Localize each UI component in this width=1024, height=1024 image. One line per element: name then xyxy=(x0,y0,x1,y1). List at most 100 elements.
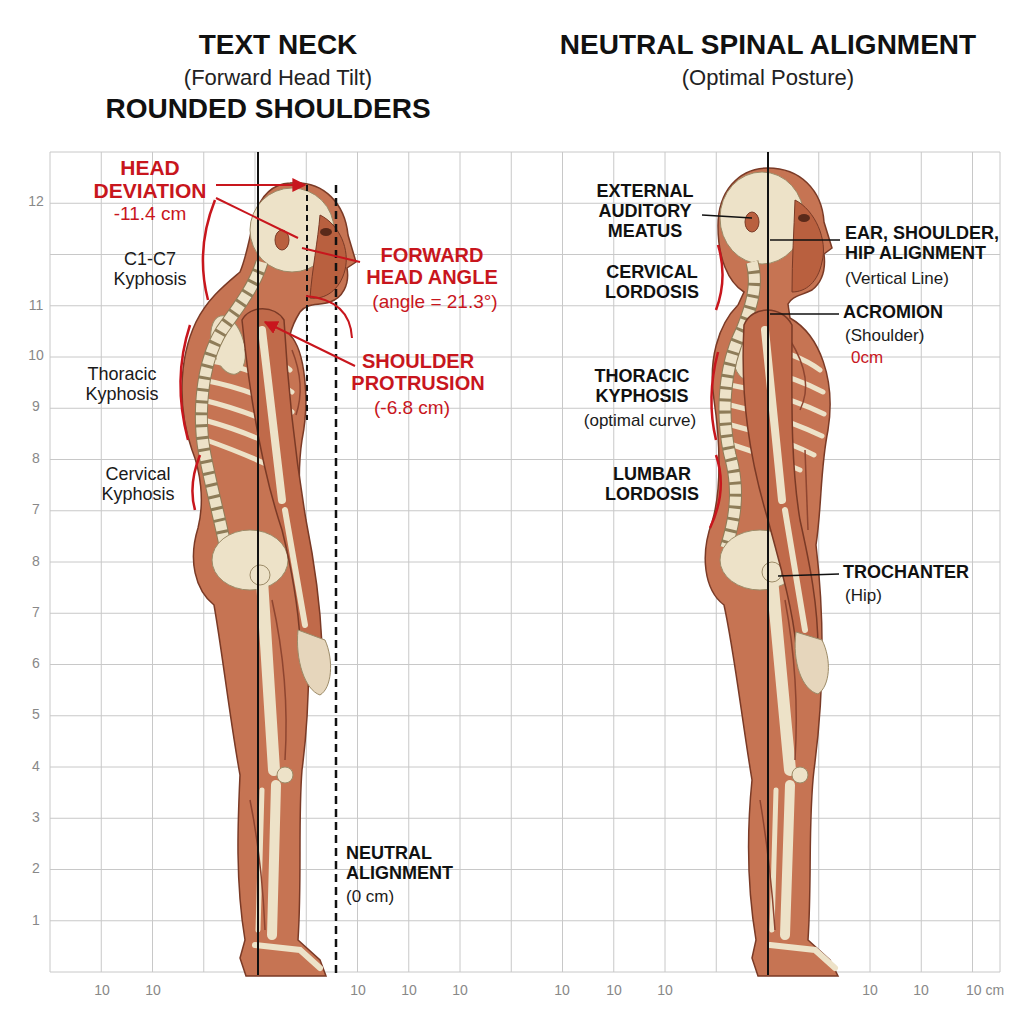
grid xyxy=(50,613,1000,614)
axis-number: 10 cm xyxy=(955,983,1015,998)
leg-bones xyxy=(262,580,274,770)
grid xyxy=(50,767,1000,768)
grid xyxy=(50,203,1000,204)
arm xyxy=(242,309,322,645)
hand xyxy=(297,630,330,695)
hand xyxy=(795,632,828,694)
leg-bones xyxy=(785,785,790,935)
neutral-figure xyxy=(705,168,838,976)
panel-subheading: (Forward Head Tilt) xyxy=(48,66,508,90)
leader-line xyxy=(702,215,840,576)
axis-number: 10 xyxy=(445,983,475,998)
axis-number: 7 xyxy=(21,502,51,517)
axis-number: 8 xyxy=(21,554,51,569)
axis-number: 10 xyxy=(87,983,117,998)
axis-number: 10 xyxy=(138,983,168,998)
pelvis xyxy=(212,530,288,590)
spine-curve-bracket xyxy=(710,455,721,528)
measurement-arrow xyxy=(216,198,298,238)
anatomy-note: (optimal curve) xyxy=(565,412,715,431)
measurement-value: -11.4 cm xyxy=(90,204,210,225)
panel-heading: ROUNDED SHOULDERS xyxy=(38,94,498,125)
ear xyxy=(745,212,759,232)
leg-bones xyxy=(770,945,835,968)
skull xyxy=(720,172,804,264)
measurement-label: HEAD DEVIATION xyxy=(85,156,215,202)
axis-number: 10 xyxy=(599,983,629,998)
grid xyxy=(50,920,1000,921)
leg-bones xyxy=(770,578,835,968)
axis-number: 5 xyxy=(21,707,51,722)
leg-bones xyxy=(772,578,790,770)
measurement-value: (angle = 21.3°) xyxy=(350,292,520,313)
grid xyxy=(50,510,1000,511)
spine-curve-bracket xyxy=(180,200,722,528)
reference-value: (0 cm) xyxy=(346,888,446,907)
axis-number: 10 xyxy=(394,983,424,998)
anatomy-note: (Hip) xyxy=(845,587,925,606)
anatomy-label: ACROMION xyxy=(843,303,993,323)
plumb-line xyxy=(306,185,308,420)
leader-line xyxy=(770,313,839,315)
grid xyxy=(50,715,1000,716)
spine-label: LUMBAR LORDOSIS xyxy=(597,465,707,505)
axis-number: 10 xyxy=(21,348,51,363)
spine-label: CERVICAL LORDOSIS xyxy=(592,263,712,303)
text-neck-figure xyxy=(182,183,356,976)
leader-line xyxy=(702,215,752,218)
muscle-lines xyxy=(292,350,300,415)
anatomy-label: EXTERNAL AUDITORY MEATUS xyxy=(590,182,700,241)
leader-line xyxy=(770,239,840,241)
leg-bones xyxy=(255,945,320,968)
leader-line xyxy=(778,574,839,576)
grid xyxy=(50,869,1000,870)
grid xyxy=(50,818,1000,819)
axis-number: 3 xyxy=(21,810,51,825)
measurement-value: 0cm xyxy=(851,349,931,368)
body-silhouette xyxy=(705,168,838,976)
grid xyxy=(50,664,1000,665)
femur-head xyxy=(762,562,782,582)
measurement-arrow xyxy=(302,248,360,262)
arm-bones xyxy=(785,510,805,630)
plumb-line xyxy=(258,152,768,975)
muscle-lines xyxy=(272,600,286,760)
spine-label: THORACIC KYPHOSIS xyxy=(582,367,702,407)
leg-bones xyxy=(272,785,276,935)
panel-heading: TEXT NECK xyxy=(48,30,508,61)
axis-number: 10 xyxy=(343,983,373,998)
grid xyxy=(50,972,1000,973)
axis-number: 10 xyxy=(547,983,577,998)
measurement-label: SHOULDER PROTRUSION xyxy=(343,350,493,394)
arm-bones xyxy=(262,330,305,625)
arm-bones xyxy=(765,330,805,630)
measurement-arrow xyxy=(306,296,352,338)
axis-number: 4 xyxy=(21,759,51,774)
plumb-line xyxy=(335,185,338,975)
spine-curve-bracket xyxy=(716,245,723,310)
measurement-arrow xyxy=(216,184,305,186)
spine-label: Thoracic Kyphosis xyxy=(72,365,172,405)
anatomy-label: TROCHANTER xyxy=(843,563,993,583)
axis-number: 10 xyxy=(906,983,936,998)
arm-bones xyxy=(262,330,282,500)
measurement-value: (-6.8 cm) xyxy=(352,398,472,419)
measurement-arrow xyxy=(216,185,360,366)
axis-number: 1 xyxy=(21,913,51,928)
spine-curve-bracket xyxy=(192,455,200,510)
axis-number: 10 xyxy=(855,983,885,998)
spine-curve-bracket xyxy=(711,352,718,440)
measurement-label: FORWARD HEAD ANGLE xyxy=(360,244,505,288)
femur-head xyxy=(250,565,270,585)
reference-label: NEUTRAL ALIGNMENT xyxy=(346,844,471,884)
arm xyxy=(743,310,818,650)
axis-number: 9 xyxy=(21,399,51,414)
eye xyxy=(320,228,332,236)
face-muscle xyxy=(792,200,823,292)
panel-subheading: (Optimal Posture) xyxy=(548,66,988,90)
spine-label: Cervical Kyphosis xyxy=(88,465,188,505)
axis-number: 2 xyxy=(21,861,51,876)
axis-number: 12 xyxy=(21,194,51,209)
